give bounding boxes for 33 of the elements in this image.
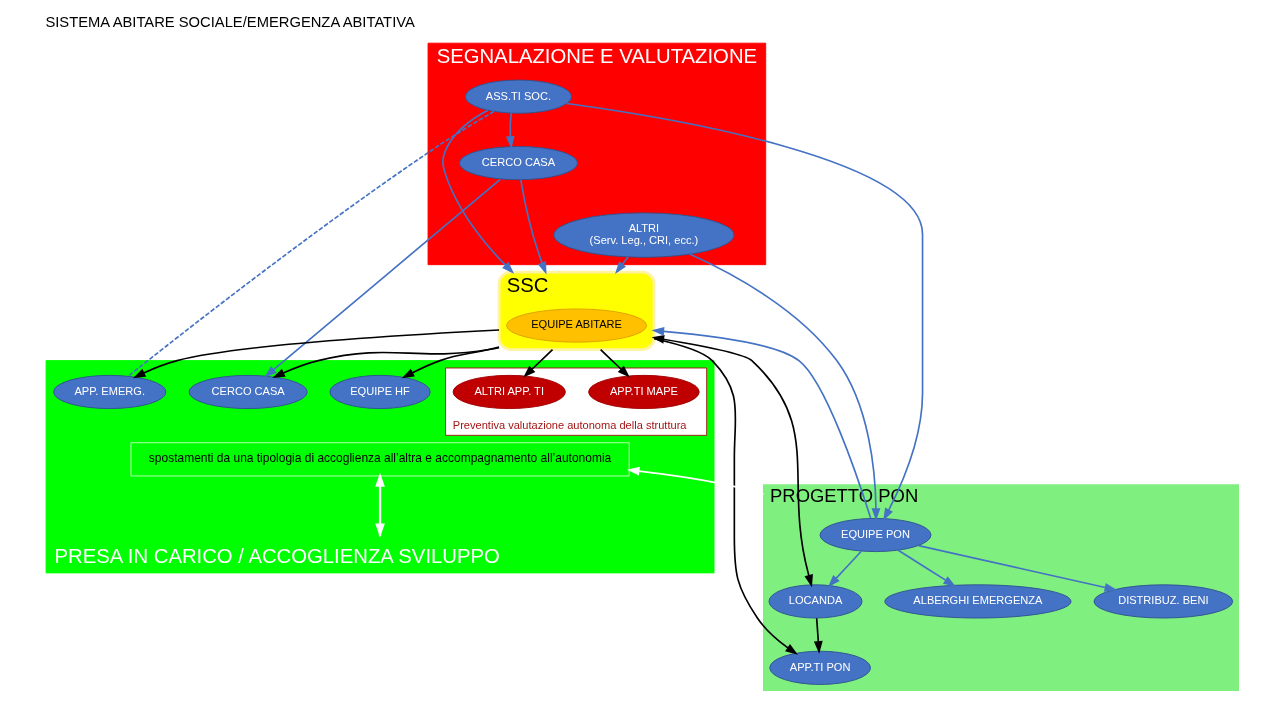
node-ellipse: EQUIPE ABITARE bbox=[505, 308, 647, 343]
node-ellipse: ALBERGHI EMERGENZA bbox=[883, 584, 1071, 619]
node-ellipse: EQUIPE HF bbox=[328, 374, 431, 410]
arrow bbox=[263, 178, 501, 378]
arrow bbox=[132, 329, 500, 379]
node-ellipse: LOCANDA bbox=[768, 584, 863, 619]
arrow bbox=[688, 253, 880, 521]
arrow bbox=[599, 348, 630, 378]
node-ellipse: CERCO CASA bbox=[188, 374, 308, 410]
arrow bbox=[626, 466, 764, 496]
arrow bbox=[519, 178, 546, 275]
diagram-title: SISTEMA ABITARE SOCIALE/EMERGENZA ABITATIVA bbox=[44, 14, 415, 31]
arrow bbox=[917, 544, 1117, 592]
node-ellipse: CERCO CASA bbox=[458, 146, 578, 181]
arrow bbox=[505, 112, 515, 149]
arrow bbox=[614, 256, 629, 275]
node-ellipse: APP.TI MAPE bbox=[587, 374, 700, 410]
arrow bbox=[813, 617, 823, 654]
node-ellipse: EQUIPE PON bbox=[819, 517, 931, 553]
connector bbox=[127, 110, 495, 377]
node-ellipse: APP.TI PON bbox=[768, 650, 871, 685]
node-ellipse: APP. EMERG. bbox=[52, 374, 166, 410]
arrow bbox=[271, 346, 500, 378]
node-ellipse: ASS.TI SOC. bbox=[464, 79, 572, 114]
arrow bbox=[896, 549, 956, 587]
node-box: spostamenti da una tipologia di accoglienza all’altra e accompagnamento all’autonomia bbox=[130, 442, 630, 477]
arrow bbox=[827, 550, 862, 588]
arrow bbox=[565, 102, 923, 521]
node-ellipse: ALTRI (Serv. Leg., CRI, ecc.) bbox=[552, 212, 734, 258]
arrow bbox=[401, 346, 500, 379]
arrow bbox=[522, 348, 553, 378]
arrow bbox=[441, 109, 514, 274]
node-ellipse: ALTRI APP. TI bbox=[452, 374, 566, 410]
